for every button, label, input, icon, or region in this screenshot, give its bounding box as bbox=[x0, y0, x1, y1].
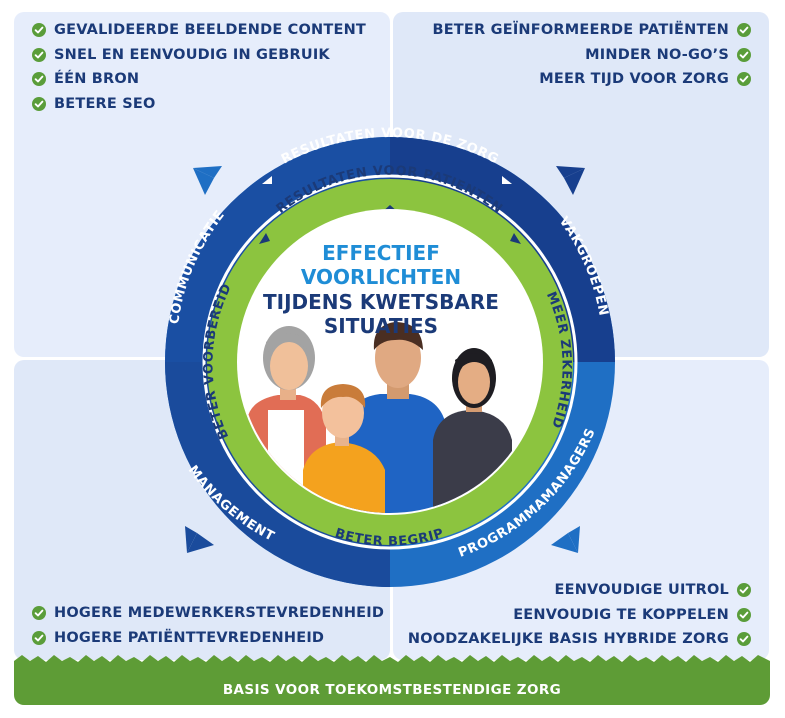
check-icon bbox=[737, 72, 751, 87]
arrow-left-icon bbox=[259, 233, 270, 244]
woman-fringe bbox=[266, 333, 311, 352]
arrow-left-icon bbox=[262, 176, 272, 184]
girl-face bbox=[458, 360, 490, 404]
check-icon bbox=[737, 47, 751, 62]
list-item: BETERE SEO bbox=[32, 92, 366, 117]
list-item-label: NOODZAKELIJKE BASIS HYBRIDE ZORG bbox=[407, 631, 729, 648]
man-face bbox=[375, 328, 421, 388]
list-item: GEVALIDEERDE BEELDENDE CONTENT bbox=[32, 18, 366, 43]
arrow-down-right-icon bbox=[568, 526, 580, 553]
list-item-label: SNEL EN EENVOUDIG IN GEBRUIK bbox=[54, 46, 330, 63]
check-icon bbox=[32, 72, 46, 87]
list-bottom-right: EENVOUDIGE UITROL EENVOUDIG TE KOPPELEN … bbox=[408, 578, 751, 652]
list-item: NOODZAKELIJKE BASIS HYBRIDE ZORG bbox=[408, 627, 751, 652]
arrow-up-right-icon bbox=[556, 166, 585, 178]
ring-divider bbox=[202, 174, 578, 550]
check-icon bbox=[32, 96, 46, 111]
arrow-up-left-icon bbox=[193, 168, 214, 195]
center-title-line: VOORLICHTEN bbox=[300, 265, 462, 289]
list-item: ÉÉN BRON bbox=[32, 67, 366, 92]
arrow-up-left-icon bbox=[193, 166, 222, 178]
list-top-right: BETER GEÏNFORMEERDE PATIËNTEN MINDER NO-… bbox=[432, 18, 751, 92]
list-item-label: BETERE SEO bbox=[54, 95, 156, 112]
list-item-label: EENVOUDIGE UITROL bbox=[554, 582, 729, 599]
list-item-label: EENVOUDIG TE KOPPELEN bbox=[513, 606, 729, 623]
list-item-label: HOGERE MEDEWERKERSTEVREDENHEID bbox=[54, 605, 385, 622]
list-top-left: GEVALIDEERDE BEELDENDE CONTENT SNEL EN E… bbox=[32, 18, 366, 116]
list-item-label: GEVALIDEERDE BEELDENDE CONTENT bbox=[54, 22, 366, 39]
child-face bbox=[322, 388, 364, 438]
list-item-label: MEER TIJD VOOR ZORG bbox=[539, 71, 729, 88]
check-icon bbox=[32, 606, 46, 621]
list-item: EENVOUDIGE UITROL bbox=[408, 578, 751, 603]
check-icon bbox=[737, 23, 751, 38]
list-item: EENVOUDIG TE KOPPELEN bbox=[408, 603, 751, 628]
list-item: BETER GEÏNFORMEERDE PATIËNTEN bbox=[432, 18, 751, 43]
list-item-label: MINDER NO-GO’S bbox=[585, 46, 729, 63]
list-item-label: ÉÉN BRON bbox=[54, 71, 140, 88]
arrow-up-right-icon bbox=[564, 168, 585, 195]
center-title-line: TIJDENS KWETSBARE bbox=[263, 290, 499, 314]
list-item: MEER TIJD VOOR ZORG bbox=[432, 67, 751, 92]
center-title-line: EFFECTIEF bbox=[322, 241, 440, 265]
footer-banner: BASIS VOOR TOEKOMSTBESTENDIGE ZORG bbox=[14, 655, 770, 705]
check-icon bbox=[737, 607, 751, 622]
woman-face bbox=[270, 342, 308, 390]
list-item-label: BETER GEÏNFORMEERDE PATIËNTEN bbox=[432, 22, 729, 39]
arrow-down-left-icon bbox=[185, 526, 197, 553]
girl-fringe bbox=[455, 353, 492, 372]
arrow-right-icon bbox=[502, 176, 512, 184]
list-item-label: HOGERE PATIËNTTEVREDENHEID bbox=[54, 629, 325, 646]
check-icon bbox=[32, 23, 46, 38]
check-icon bbox=[32, 630, 46, 645]
grass-edge-icon bbox=[14, 655, 770, 667]
arrow-right-icon bbox=[510, 233, 521, 244]
list-item: HOGERE MEDEWERKERSTEVREDENHEID bbox=[32, 601, 384, 626]
check-icon bbox=[737, 583, 751, 598]
check-icon bbox=[737, 632, 751, 647]
child-hair bbox=[320, 384, 366, 408]
center-title-line: SITUATIES bbox=[323, 314, 439, 338]
man-hair bbox=[373, 322, 423, 350]
list-item: SNEL EN EENVOUDIG IN GEBRUIK bbox=[32, 43, 366, 68]
arrow-down-right-icon bbox=[551, 533, 578, 553]
footer-label: BASIS VOOR TOEKOMSTBESTENDIGE ZORG bbox=[222, 682, 562, 698]
list-bottom-left: HOGERE MEDEWERKERSTEVREDENHEID HOGERE PA… bbox=[32, 601, 384, 650]
arrow-down-left-icon bbox=[187, 533, 214, 553]
check-icon bbox=[32, 47, 46, 62]
list-item: HOGERE PATIËNTTEVREDENHEID bbox=[32, 626, 384, 651]
list-item: MINDER NO-GO’S bbox=[432, 43, 751, 68]
